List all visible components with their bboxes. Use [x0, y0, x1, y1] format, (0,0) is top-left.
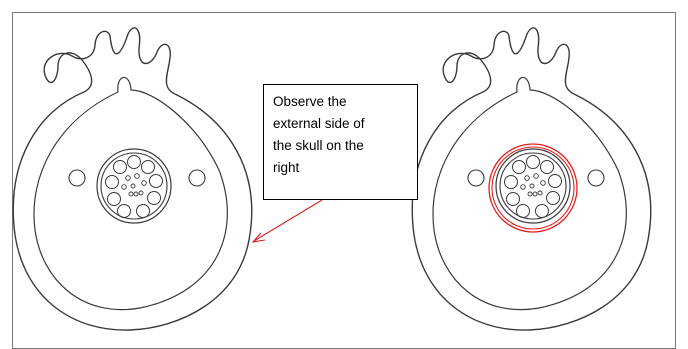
right-skull-drawing [412, 28, 650, 330]
left-skull-drawing [13, 28, 251, 330]
callout-box: Observe the external side of the skull o… [263, 84, 418, 200]
callout-line-3: the skull on the [273, 135, 411, 157]
callout-line-1: Observe the [273, 91, 411, 113]
callout-line-4: right [273, 157, 411, 179]
callout-line-2: external side of [273, 113, 411, 135]
callout-arrow [253, 200, 322, 242]
